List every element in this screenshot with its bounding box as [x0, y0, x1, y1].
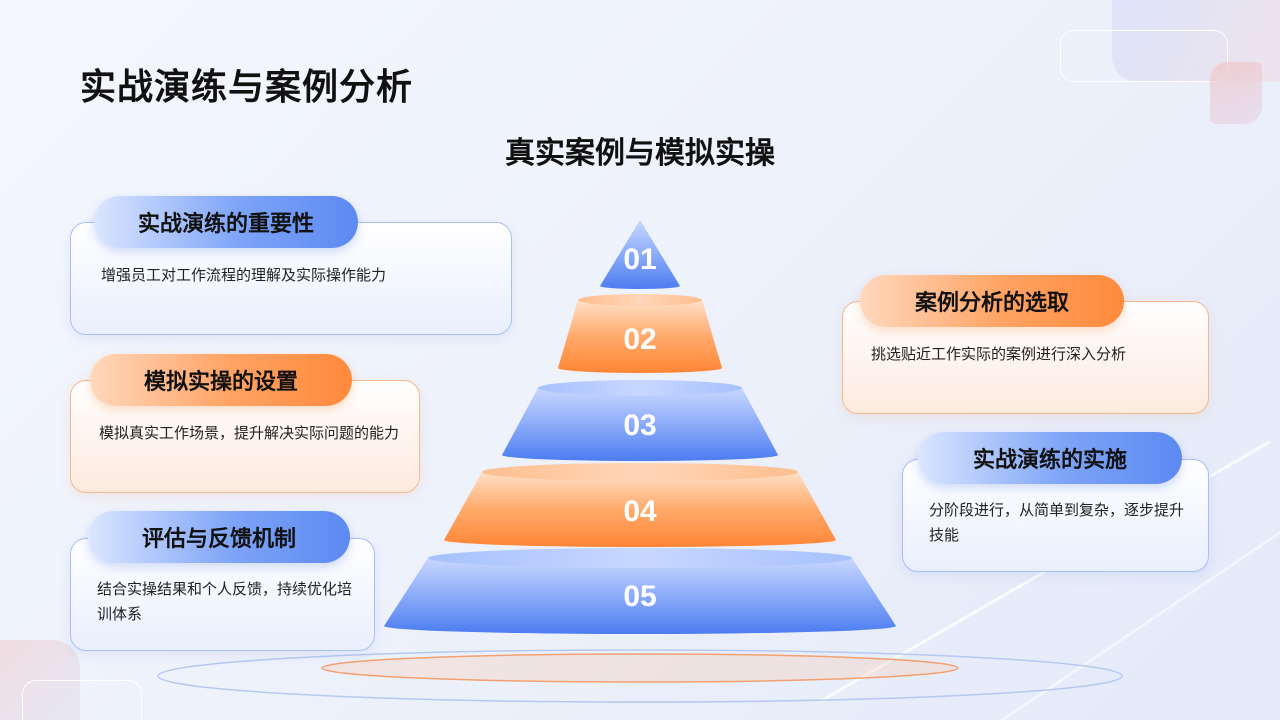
pyramid-level-top [428, 548, 852, 568]
card-evaluation-title: 评估与反馈机制 [88, 511, 350, 563]
pyramid-level-shape [558, 300, 722, 373]
pyramid-level-label: 04 [623, 495, 657, 528]
pyramid-level-04: 04 [444, 463, 836, 547]
pyramid-level-top [538, 380, 742, 396]
pyramid-level-top [578, 294, 702, 306]
card-case-selection-text: 挑选贴近工作实际的案例进行深入分析 [871, 345, 1127, 363]
base-ring-outer [157, 649, 1123, 703]
card-evaluation-text: 结合实操结果和个人反馈，持续优化培训体系 [97, 580, 353, 623]
pyramid-level-label: 03 [623, 409, 656, 442]
pyramid-level-03: 03 [502, 380, 778, 461]
base-ring-inner [321, 653, 959, 683]
pyramid-level-02: 02 [558, 294, 722, 373]
pyramid-level-shape [502, 388, 778, 461]
pyramid-level-top [482, 463, 798, 481]
corner-frame-top-right [1060, 30, 1228, 82]
corner-shape-top-right [1210, 62, 1262, 124]
corner-frame-bottom-left [22, 680, 142, 720]
pyramid-level-05: 05 [384, 548, 896, 634]
card-importance-title: 实战演练的重要性 [94, 196, 358, 248]
pyramid-level-label: 05 [623, 580, 656, 613]
card-implementation-text: 分阶段进行，从简单到复杂，逐步提升技能 [929, 501, 1185, 544]
pyramid-level-label: 02 [623, 323, 656, 356]
pyramid-level-shape [384, 558, 896, 634]
card-case-selection-title: 案例分析的选取 [860, 275, 1124, 327]
page-subtitle: 真实案例与模拟实操 [505, 136, 775, 171]
card-simulation-text: 模拟真实工作场景，提升解决实际问题的能力 [99, 424, 400, 442]
pyramid-level-label: 01 [623, 243, 656, 276]
pyramid-level-01: 01 [600, 220, 680, 289]
pyramid-level-shape [444, 472, 836, 547]
card-importance-text: 增强员工对工作流程的理解及实际操作能力 [101, 266, 387, 284]
card-implementation-title: 实战演练的实施 [918, 432, 1182, 484]
pyramid-level-shape [600, 220, 680, 289]
card-simulation-title: 模拟实操的设置 [90, 354, 352, 406]
page-title: 实战演练与案例分析 [80, 67, 414, 108]
